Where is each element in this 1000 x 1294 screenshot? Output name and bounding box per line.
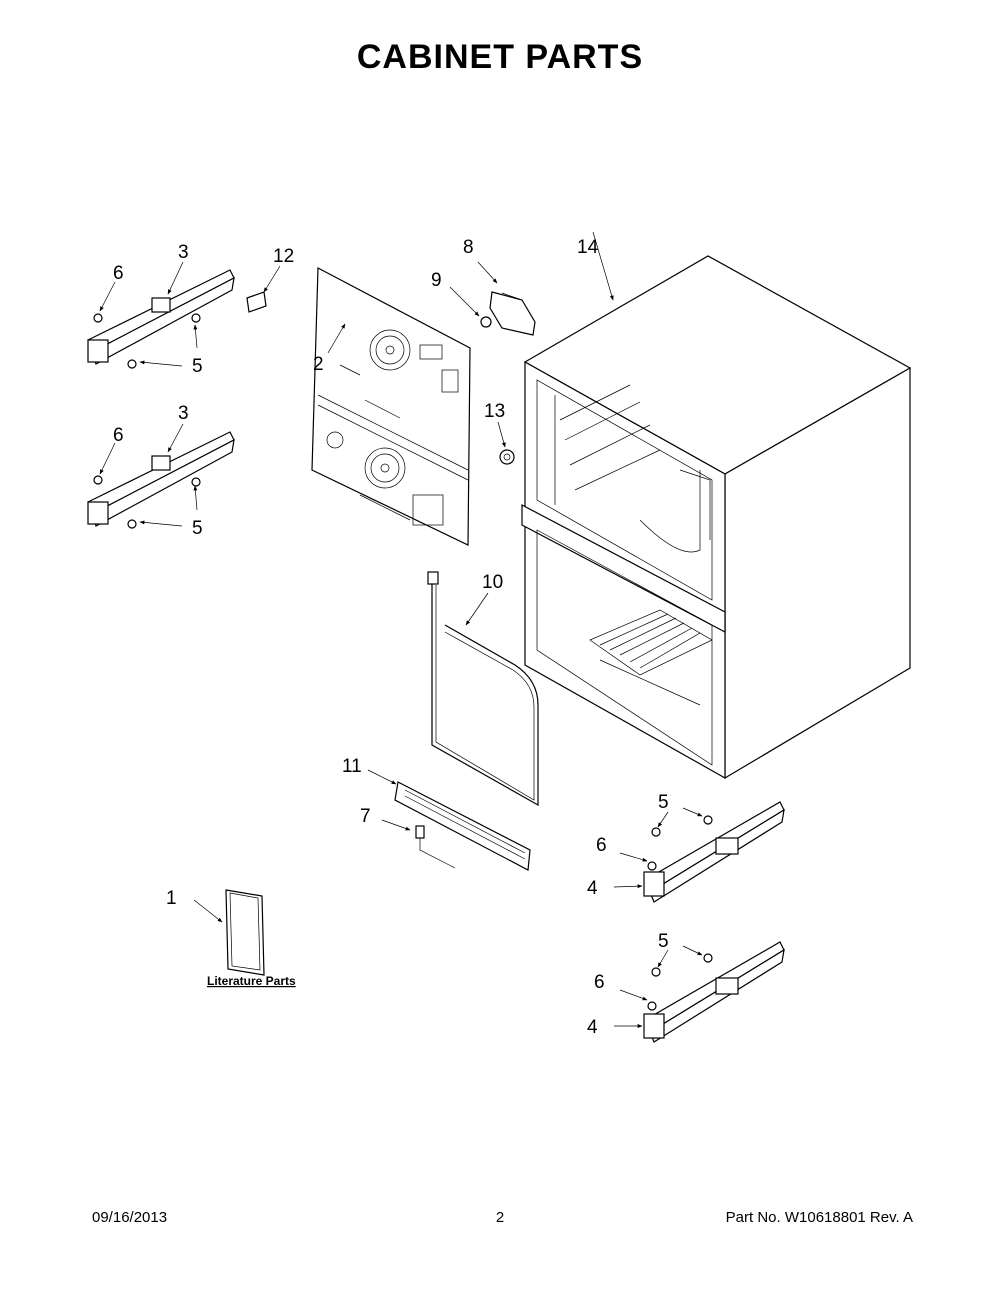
callout-3: 3 <box>178 242 189 263</box>
page-title: CABINET PARTS <box>356 38 644 76</box>
callout-9: 9 <box>431 270 442 291</box>
drawer-slide-part-4-lower <box>643 941 785 1043</box>
grommet-part-13 <box>499 449 515 465</box>
callout-10: 10 <box>482 572 503 593</box>
callout-12: 12 <box>273 246 294 267</box>
callout-8: 8 <box>463 237 474 258</box>
callout-14: 14 <box>577 237 599 258</box>
footer-part-number: Part No. W10618801 Rev. A <box>725 1209 913 1226</box>
control-box-part-8 <box>489 291 536 336</box>
footer-date: 09/16/2013 <box>92 1209 168 1226</box>
callout-2: 2 <box>313 354 324 375</box>
screw-part-9 <box>480 316 492 328</box>
vent-grille-part-11 <box>394 781 531 871</box>
callout-6: 6 <box>113 425 124 446</box>
literature-book-part-1 <box>225 889 265 976</box>
drawer-slide-part-4-upper <box>643 801 785 903</box>
crisper-grid <box>589 609 713 706</box>
rear-evaporator-panel <box>311 267 471 546</box>
callout-5: 5 <box>658 931 669 952</box>
wire-harness-part-7 <box>415 825 456 869</box>
literature-parts-label: Literature Parts <box>207 974 296 988</box>
callout-5: 5 <box>658 792 669 813</box>
leader-lines <box>99 231 703 1028</box>
callout-6: 6 <box>113 263 124 284</box>
callout-6: 6 <box>594 972 605 993</box>
heater-loop-part-10 <box>427 571 539 807</box>
callout-13: 13 <box>484 401 505 422</box>
callout-7: 7 <box>360 806 371 827</box>
callout-11: 11 <box>342 756 362 777</box>
callout-1: 1 <box>166 888 177 909</box>
drawer-slide-part-3-lower <box>87 431 235 529</box>
cabinet-part-14 <box>521 255 912 780</box>
callout-6: 6 <box>596 835 607 856</box>
footer-page-number: 2 <box>495 1209 505 1226</box>
callout-3: 3 <box>178 403 189 424</box>
clip-part-12 <box>246 291 267 313</box>
callout-5: 5 <box>192 518 203 539</box>
callout-5: 5 <box>192 356 203 377</box>
callout-4: 4 <box>587 1017 598 1038</box>
callout-4: 4 <box>587 878 598 899</box>
drawer-slide-part-3-upper <box>87 269 235 369</box>
